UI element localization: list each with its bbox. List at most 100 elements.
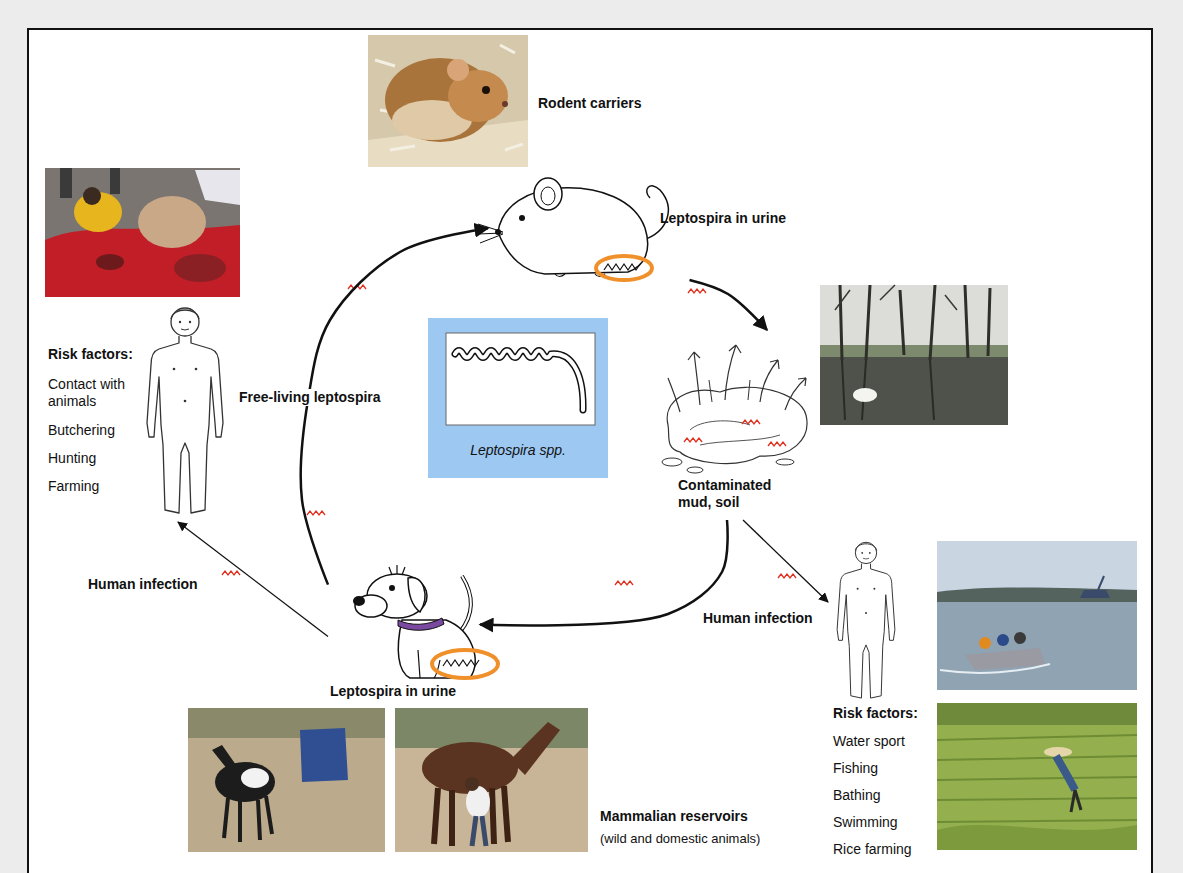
mud-drawing [688, 352, 700, 405]
dog-drawing [460, 576, 471, 632]
leptospira-squiggle [307, 511, 325, 515]
cycle-arrow [690, 280, 768, 330]
horse-photo [395, 708, 588, 852]
rice-photo [937, 825, 1137, 850]
boat-photo [937, 541, 1137, 690]
mouse-drawing [596, 256, 652, 280]
bacterium-panel [455, 351, 583, 411]
mouse-drawing [478, 224, 503, 243]
node-text: Contact with animals [48, 376, 140, 410]
cycle-arrow [743, 520, 828, 602]
human-node: Risk factors:Water sportFishingBathingSw… [828, 537, 934, 862]
edge-label: Human infection [85, 576, 201, 593]
rodent-photo [368, 35, 528, 167]
human-figure [147, 308, 223, 513]
soil-node: Contaminated mud, soil [655, 330, 815, 520]
node-text: Hunting [48, 450, 96, 467]
rodent-photo [502, 101, 508, 107]
goat-photo [300, 728, 348, 782]
bacterium-panel [428, 318, 608, 478]
human-figure [837, 542, 895, 698]
pond-photo [842, 360, 934, 420]
group-label: Rodent carriers [538, 95, 641, 112]
rice-photo [937, 703, 1137, 850]
node-heading: Leptospira in urine [330, 683, 456, 700]
leptospira-squiggle [684, 438, 702, 442]
boat-photo [937, 541, 1137, 690]
dog-drawing [389, 565, 405, 575]
butchering-photo [195, 170, 240, 205]
node-text: Water sport [833, 733, 905, 750]
boat-photo [1014, 632, 1026, 644]
mud-drawing [690, 421, 780, 445]
node-text: Farming [48, 478, 99, 495]
mud-drawing [668, 378, 680, 412]
butchering-photo [45, 168, 240, 297]
horse-photo [466, 786, 490, 818]
rodent-photo [368, 35, 528, 167]
pond-photo [853, 388, 877, 402]
pond-photo [820, 355, 1008, 425]
bacterium-panel [428, 318, 608, 478]
cycle-arrow [480, 520, 728, 625]
rice-photo [937, 703, 1137, 725]
boat-photo [979, 637, 991, 649]
frame [28, 29, 1152, 873]
rice-photo [937, 703, 1137, 850]
rice-photo [1056, 756, 1075, 790]
butchering-photo [83, 187, 101, 205]
dog-drawing [398, 618, 444, 630]
boat-photo [940, 664, 1050, 673]
node-text: Rice farming [833, 841, 912, 858]
dog-drawing [432, 650, 498, 678]
edge-label: Human infection [700, 610, 816, 627]
dog-drawing [443, 660, 479, 666]
pond-photo [840, 285, 990, 360]
mud-drawing [709, 380, 750, 402]
cycle-arrow [301, 228, 488, 584]
edge-label: Free-living leptospira [236, 389, 384, 406]
mud-drawing [776, 459, 794, 465]
boat-photo [965, 648, 1045, 670]
node-text: Butchering [48, 422, 115, 439]
leptospira-squiggle [688, 289, 706, 293]
pond-photo [820, 345, 1008, 357]
mud-drawing [760, 360, 779, 402]
node-heading: Leptospira spp. [428, 442, 608, 459]
boat-photo [997, 634, 1009, 646]
mouse-drawing [534, 178, 562, 210]
boat-photo [937, 588, 1137, 602]
rice-photo [1071, 790, 1081, 812]
pond-photo [835, 285, 957, 310]
bacterium-panel [446, 333, 595, 425]
mud-drawing [662, 458, 682, 466]
butchering-photo [45, 168, 240, 297]
boat-photo [1098, 576, 1104, 590]
node-heading: Leptospira in urine [660, 210, 786, 227]
butchering-photo [138, 196, 206, 248]
horse-photo [395, 708, 588, 748]
node-text: Swimming [833, 814, 898, 831]
node-heading: Risk factors: [48, 346, 133, 363]
mud-drawing [662, 345, 807, 473]
horse-photo [434, 786, 508, 846]
horse-photo [465, 777, 479, 791]
dog-drawing [389, 585, 395, 591]
node-heading: Risk factors: [833, 705, 918, 722]
mud-drawing [687, 467, 703, 473]
butchering-photo [174, 254, 226, 282]
mouse-drawing [519, 215, 525, 221]
goat-photo [224, 796, 272, 842]
dog-drawing [460, 576, 471, 632]
mouse-drawing [604, 264, 640, 270]
bacterium-node: Leptospira spp. [428, 318, 612, 478]
dog-drawing [408, 578, 425, 612]
butchering-photo [110, 168, 120, 194]
human-node: Risk factors: Contact with animalsButcher… [45, 300, 235, 522]
group-label: Mammalian reservoirs [600, 808, 748, 825]
mouse-drawing [541, 187, 555, 205]
mouse-drawing [498, 188, 648, 274]
